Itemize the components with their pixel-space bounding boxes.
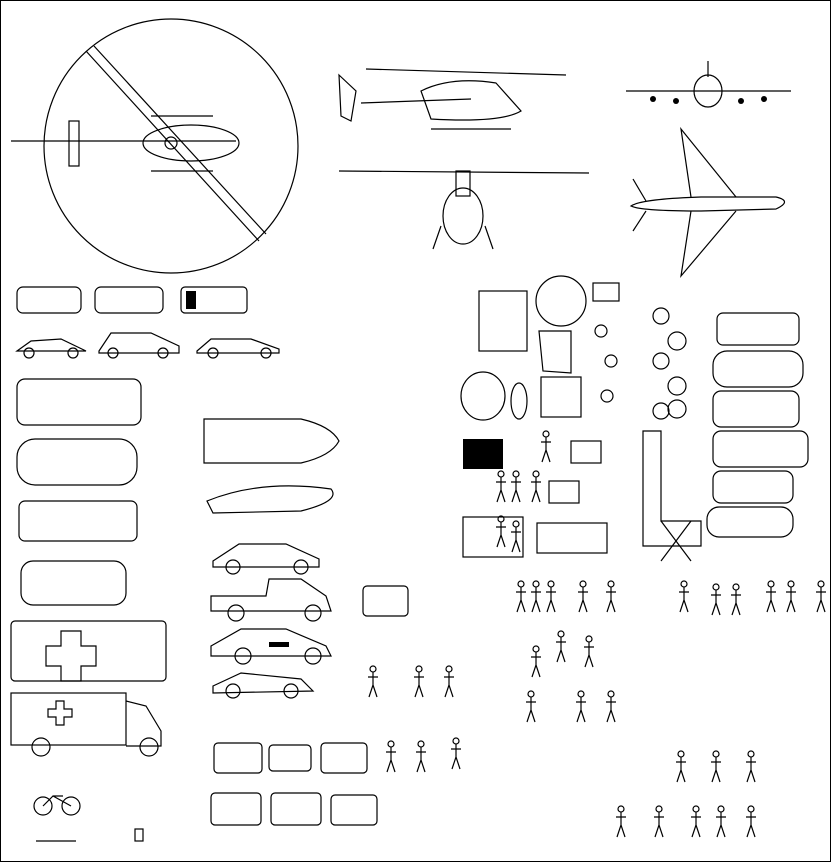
person-icon xyxy=(444,665,454,698)
ambulance-top-icon xyxy=(10,620,167,682)
person-icon xyxy=(606,580,616,613)
car-top-right-column xyxy=(706,312,809,538)
furniture-plan-icon xyxy=(460,275,620,558)
person-icon xyxy=(606,690,616,723)
person-icon xyxy=(531,580,541,613)
person-icon xyxy=(766,580,776,613)
person-icon xyxy=(516,580,526,613)
person-icon xyxy=(578,580,588,613)
helicopter-side-icon xyxy=(338,68,567,130)
person-icon xyxy=(496,515,506,548)
person-icon xyxy=(526,690,536,723)
person-icon xyxy=(786,580,796,613)
car-side-column xyxy=(210,543,332,622)
person-icon xyxy=(546,580,556,613)
person-icon xyxy=(711,750,721,783)
bicycle-icon xyxy=(33,795,144,842)
person-icon xyxy=(368,665,378,698)
person-icon xyxy=(451,737,461,770)
person-icon xyxy=(816,580,826,613)
police-car-icon xyxy=(210,628,332,665)
helicopter-no-fly-icon xyxy=(11,18,299,274)
person-icon xyxy=(496,470,506,503)
car-side-row xyxy=(15,332,280,359)
helicopter-front-icon xyxy=(338,170,590,250)
person-icon xyxy=(541,430,551,463)
person-icon xyxy=(746,750,756,783)
car-front-row xyxy=(210,585,409,826)
person-icon xyxy=(511,470,521,503)
person-icon xyxy=(711,583,721,616)
person-icon xyxy=(616,805,626,838)
convertible-icon xyxy=(212,672,315,699)
airliner-front-icon xyxy=(626,61,791,108)
person-icon xyxy=(676,750,686,783)
ambulance-side-icon xyxy=(10,692,162,757)
person-icon xyxy=(654,805,664,838)
tree-plan-icon xyxy=(642,307,702,562)
airliner-top-icon xyxy=(629,126,786,279)
person-icon xyxy=(414,665,424,698)
person-icon xyxy=(416,740,426,773)
person-icon xyxy=(531,470,541,503)
person-icon xyxy=(691,805,701,838)
car-top-row xyxy=(16,286,248,314)
person-icon xyxy=(511,520,521,553)
car-top-column xyxy=(16,378,142,606)
person-icon xyxy=(576,690,586,723)
person-icon xyxy=(716,805,726,838)
person-icon xyxy=(556,630,566,663)
person-icon xyxy=(746,805,756,838)
person-icon xyxy=(679,580,689,613)
speedboat-icon xyxy=(203,418,340,514)
person-icon xyxy=(531,645,541,678)
person-icon xyxy=(386,740,396,773)
person-icon-group xyxy=(368,430,826,838)
person-icon xyxy=(584,635,594,668)
person-icon xyxy=(731,583,741,616)
